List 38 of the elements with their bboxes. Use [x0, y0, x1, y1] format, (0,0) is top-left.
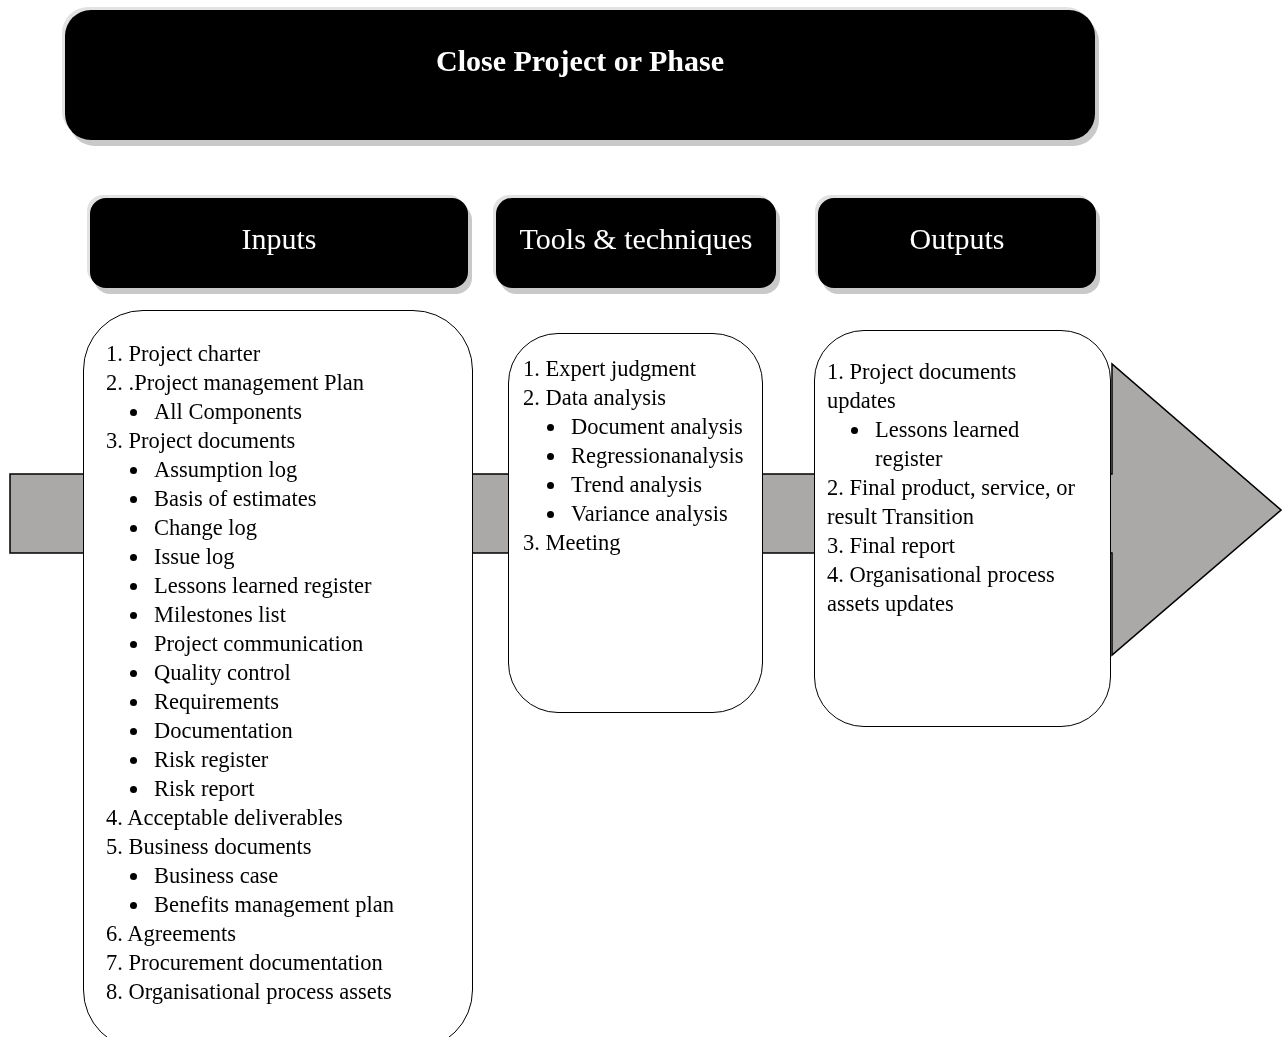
list-item: Basis of estimates [154, 486, 317, 511]
list-item: 2. Data analysis [523, 385, 667, 410]
list-item: Risk report [154, 776, 255, 801]
list-item: 1. Project documents updates [827, 359, 1017, 413]
list-item: Change log [154, 515, 258, 540]
list-item: 6. Agreements [106, 921, 236, 946]
list-item: Business case [154, 863, 279, 888]
list-item: 5. Business documents [106, 834, 312, 859]
list-item: Project communication [154, 631, 364, 656]
list-item: 8. Organisational process assets [106, 979, 392, 1004]
list-item: 2. Final product, service, or result Transition [827, 475, 1076, 529]
list-item: 3. Meeting [523, 530, 621, 555]
list-item: Document analysis [571, 414, 743, 439]
list-box [508, 333, 763, 713]
list-box [83, 310, 473, 1037]
list-item: Documentation [154, 718, 293, 743]
list-item: 3. Final report [827, 533, 956, 558]
list-item: Trend analysis [571, 472, 703, 497]
list-item: 4. Acceptable deliverables [106, 805, 343, 830]
list-item: Quality control [154, 660, 291, 685]
list-item: Regressionanalysis [571, 443, 744, 468]
list-item: Issue log [154, 544, 235, 569]
list-item: 1. Expert judgment [523, 356, 697, 381]
list-item: 1. Project charter [106, 341, 261, 366]
list-item: Requirements [154, 689, 279, 714]
list-item: 7. Procurement documentation [106, 950, 383, 975]
list-item: Lessons learned register [154, 573, 372, 598]
list-item: 3. Project documents [106, 428, 296, 453]
list-item: Lessons learned register [875, 417, 1020, 471]
list-item: 2. .Project management Plan [106, 370, 365, 395]
list-item: Benefits management plan [154, 892, 394, 917]
list-box [814, 330, 1111, 727]
list-item: Assumption log [154, 457, 298, 482]
list-item: 4. Organisational process assets updates [827, 562, 1055, 616]
list-item: Risk register [154, 747, 269, 772]
list-item: Milestones list [154, 602, 286, 627]
list-item: Variance analysis [571, 501, 728, 526]
list-item: All Components [154, 399, 303, 424]
